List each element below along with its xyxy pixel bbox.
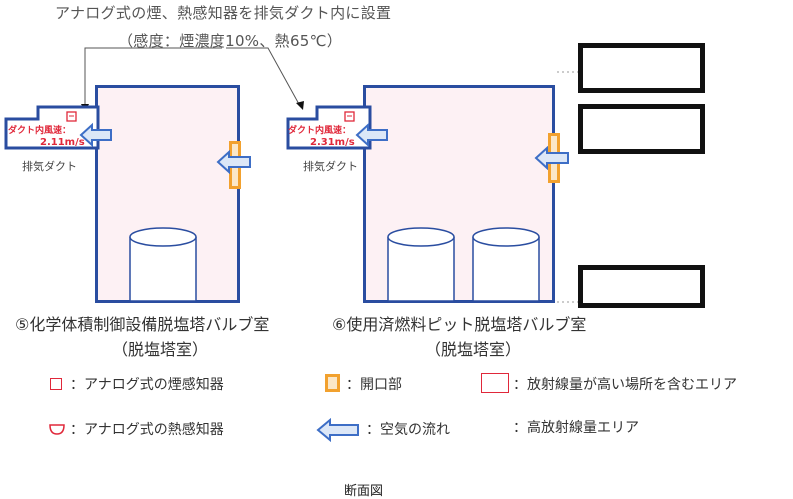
legend-heat-detector-icon (49, 424, 65, 435)
detector-note-line1: アナログ式の煙、熱感知器を排気ダクト内に設置 (55, 4, 392, 22)
airflow-arrow-icon (355, 122, 388, 148)
airflow-arrow-icon (79, 122, 112, 148)
room-6-caption: ⑥使用済燃料ピット脱塩塔バルブ室 (332, 315, 587, 334)
detector-note-line2: （感度：煙濃度10%、熱65℃） (118, 32, 343, 50)
leader-arrowhead-right (296, 101, 304, 110)
high-radiation-area-box (578, 43, 705, 93)
exhaust-duct-6 (286, 105, 372, 150)
legend-heat-detector-label: ：アナログ式の熱感知器 (70, 422, 224, 438)
high-radiation-area-box (578, 104, 705, 154)
demineralizer-tank (472, 227, 540, 302)
duct-5-caption: 排気ダクト (22, 160, 77, 173)
room-5-caption: ⑤化学体積制御設備脱塩塔バルブ室 (15, 315, 270, 334)
legend-high-rad-incl-icon (481, 373, 509, 393)
duct-5-speed-label: ダクト内風速： (8, 126, 72, 136)
duct-5-speed-value: 2.11m/s (40, 137, 85, 148)
legend-high-rad-label: ：高放射線量エリア (513, 420, 639, 436)
demineralizer-tank (129, 227, 197, 302)
high-radiation-area-box (578, 265, 705, 308)
legend-opening-label: ：開口部 (346, 377, 402, 393)
demineralizer-tank (387, 227, 455, 302)
legend-smoke-detector-icon (50, 378, 62, 390)
duct-6-speed-label: ダクト内風速： (288, 126, 352, 136)
figure-caption: 断面図 (344, 484, 384, 499)
airflow-arrow-icon (216, 150, 251, 174)
leader-line-left (84, 47, 222, 108)
legend-airflow-arrow-icon (316, 418, 359, 442)
room-6-caption-sub: （脱塩塔室） (425, 340, 522, 359)
exhaust-duct-5 (4, 105, 100, 150)
duct-6-speed-value: 2.31m/s (310, 137, 355, 148)
room-5-caption-sub: （脱塩塔室） (112, 340, 209, 359)
duct-6-caption: 排気ダクト (303, 160, 358, 173)
leader-line-right (226, 47, 301, 107)
legend-opening-icon (325, 374, 340, 392)
legend-smoke-detector-label: ：アナログ式の煙感知器 (70, 377, 224, 393)
airflow-arrow-icon (534, 146, 569, 170)
legend-airflow-label: ：空気の流れ (366, 422, 450, 438)
legend-high-rad-incl-label: ：放射線量が高い場所を含むエリア (513, 377, 737, 393)
